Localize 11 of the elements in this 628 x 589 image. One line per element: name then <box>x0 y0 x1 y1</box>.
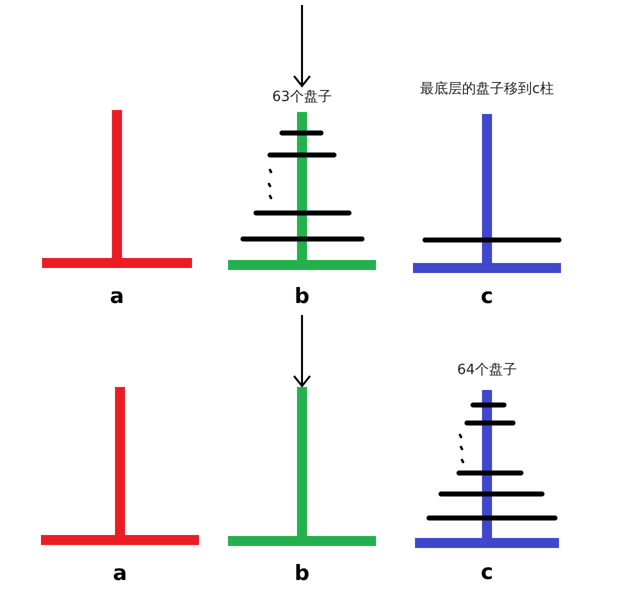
disk-count-label: 最底层的盘子移到c柱 <box>420 81 554 97</box>
arrow <box>293 315 311 387</box>
disk-count-label: 63个盘子 <box>272 89 332 105</box>
peg-label: c <box>480 561 494 583</box>
peg-label: c <box>480 285 494 307</box>
peg-label: b <box>294 285 310 307</box>
arrow <box>293 5 311 87</box>
peg-label: a <box>112 562 128 584</box>
peg-label: a <box>110 285 124 307</box>
disk-count-label: 64个盘子 <box>457 362 517 378</box>
peg-label: b <box>294 562 310 584</box>
